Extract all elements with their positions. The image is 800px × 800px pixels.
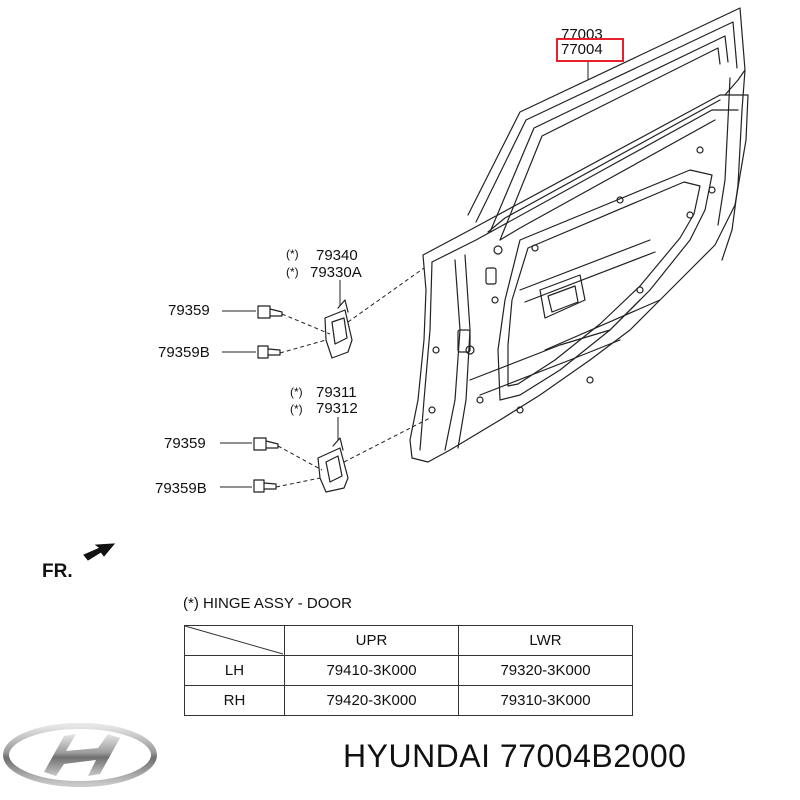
- callout-79311: 79311: [316, 384, 357, 401]
- asterisk-mark: (*): [286, 265, 299, 279]
- callout-79359-upper: 79359: [168, 302, 210, 319]
- table-corner-cell: [184, 625, 285, 656]
- hyundai-logo-icon: [3, 723, 157, 787]
- cell-lwr: 79310-3K000: [458, 685, 633, 716]
- cell-upr: 79420-3K000: [284, 685, 459, 716]
- callout-79359b-lower: 79359B: [155, 480, 207, 497]
- table-row: RH 79420-3K000 79310-3K000: [184, 685, 633, 716]
- callout-77004: 77004: [561, 41, 603, 58]
- bolt-icon: [253, 479, 277, 493]
- bolt-icon: [253, 437, 279, 451]
- asterisk-mark: (*): [290, 402, 303, 416]
- front-arrow-icon: [83, 543, 116, 561]
- latch-bracket: [539, 274, 586, 319]
- cell-lwr: 79320-3K000: [458, 655, 633, 686]
- hinge-table: UPR LWR LH 79410-3K000 79320-3K000 RH 79…: [184, 625, 633, 716]
- lower-hinge: [317, 447, 349, 493]
- callout-79330a: 79330A: [310, 264, 362, 281]
- callout-79340: 79340: [316, 247, 358, 264]
- row-side: LH: [184, 655, 285, 686]
- header-upr: UPR: [284, 625, 459, 656]
- hinge-table-title: (*) HINGE ASSY - DOOR: [183, 595, 352, 612]
- front-indicator: FR.: [42, 561, 73, 582]
- callout-79359-lower: 79359: [164, 435, 206, 452]
- bolt-icon: [257, 345, 281, 359]
- window-frame: [467, 7, 746, 216]
- asterisk-mark: (*): [290, 385, 303, 399]
- highlight-box: [556, 38, 624, 62]
- cell-upr: 79410-3K000: [284, 655, 459, 686]
- callout-79359b-upper: 79359B: [158, 344, 210, 361]
- brand-caption: HYUNDAI 77004B2000: [343, 738, 687, 774]
- table-header-row: UPR LWR: [184, 625, 633, 656]
- row-side: RH: [184, 685, 285, 716]
- table-row: LH 79410-3K000 79320-3K000: [184, 655, 633, 686]
- asterisk-mark: (*): [286, 247, 299, 261]
- upper-hinge: [324, 309, 353, 359]
- callout-79312: 79312: [316, 400, 358, 417]
- header-lwr: LWR: [458, 625, 633, 656]
- bolt-icon: [257, 305, 283, 319]
- door-outer-panel: [409, 94, 749, 463]
